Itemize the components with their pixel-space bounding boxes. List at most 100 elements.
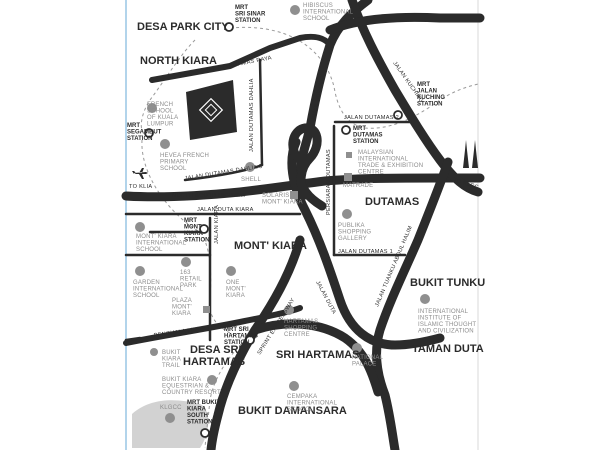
- poi-label-solaris: SOLARIS MONT' KIARA: [262, 193, 303, 206]
- mrt-line-text: HARTAMAS: [224, 334, 258, 340]
- mrt-label-dutamas: MRT DUTAMAS STATION: [353, 126, 384, 145]
- poi-line: INSTITUTE OF: [418, 316, 462, 322]
- development-logo: [186, 80, 237, 140]
- mrt-line-text: MRT BUKIT: [187, 400, 220, 406]
- road-label: JALAN DUTA KIARA: [197, 207, 254, 213]
- building-icon[interactable]: [346, 152, 352, 158]
- mrt-line-text: STATION: [224, 340, 249, 346]
- mrt-line-text: MRT: [417, 82, 430, 88]
- poi-line: COUNTRY RESORT: [162, 390, 221, 396]
- road-hartamas-link: [124, 336, 142, 342]
- poi-line: HARTAMAS: [284, 319, 318, 325]
- mrt-station-icon[interactable]: [200, 428, 210, 438]
- poi-line: MONT': [226, 287, 246, 293]
- mrt-line-text: KIARA: [187, 407, 207, 413]
- poi-line: MALAYSIAN: [358, 150, 394, 156]
- poi-label-bukit-kiara-trail: BUKIT KIARA TRAIL: [162, 350, 183, 369]
- mrt-station-icon[interactable]: [393, 110, 403, 120]
- building-icon[interactable]: [203, 306, 210, 313]
- district-line: HARTAMAS: [183, 356, 245, 368]
- poi-line: TRAIL: [162, 363, 180, 369]
- mrt-station-icon[interactable]: [341, 125, 351, 135]
- poi-line: KIARA: [172, 311, 191, 317]
- school-icon[interactable]: [289, 381, 299, 391]
- mrt-line-text: STATION: [127, 136, 152, 142]
- poi-label-cempaka: CEMPAKA INTERNATIONAL SCHOOL: [287, 394, 339, 413]
- development-logo: [198, 97, 224, 123]
- poi-line: INTERNATIONAL: [287, 401, 338, 407]
- road-jalan-tuanku-abdul-halim: [372, 157, 453, 450]
- road-dahlia: [258, 58, 264, 167]
- palace-icon[interactable]: [352, 343, 362, 353]
- poi-line: SCHOOL: [136, 247, 163, 253]
- golf-icon[interactable]: [165, 413, 175, 423]
- poi-label-hevea: HEVEA FRENCH PRIMARY SCHOOL: [160, 153, 211, 172]
- road-label: JALAN DUTAMAS 2: [344, 115, 399, 121]
- road-sri-hartamas-loop: [250, 319, 383, 397]
- poi-line: PRIMARY: [160, 160, 189, 166]
- mrt-station-icon[interactable]: [224, 22, 234, 32]
- district-sri-hartamas: SRI HARTAMAS: [276, 349, 360, 361]
- poi-line: HIBISCUS: [303, 3, 333, 9]
- district-north-kiara: NORTH KIARA: [140, 55, 217, 67]
- mall-icon[interactable]: [284, 305, 294, 315]
- road-highway-east: [325, 12, 485, 35]
- poi-line: AND CIVILIZATION: [418, 329, 474, 335]
- mrt-line-text: STATION: [417, 102, 442, 108]
- golf-course-area: [132, 400, 209, 448]
- mrt-line-text: STATION: [235, 18, 260, 24]
- district-taman-duta: TAMAN DUTA: [412, 343, 484, 355]
- mrt-line-text: MRT: [235, 5, 248, 11]
- school-icon[interactable]: [290, 5, 300, 15]
- school-icon[interactable]: [135, 266, 145, 276]
- mrt-station-icon[interactable]: [199, 224, 209, 234]
- mrt-station-icon[interactable]: [144, 128, 154, 138]
- poi-label-hibiscus: HIBISCUS INTERNATIONAL SCHOOL: [303, 3, 355, 22]
- poi-line: ISLAMIC THOUGHT: [418, 322, 476, 328]
- school-icon[interactable]: [160, 139, 170, 149]
- poi-line: SOLARIS: [262, 193, 289, 199]
- mall-icon[interactable]: [342, 209, 352, 219]
- road-interchange-loop: [288, 123, 322, 200]
- district-line: DESA SRI: [190, 344, 242, 356]
- district-bukit-tunku: BUKIT TUNKU: [410, 277, 485, 289]
- mrt-station-icon[interactable]: [245, 335, 255, 345]
- road-jalan-duta: [287, 137, 445, 350]
- poi-line: NATIONAL: [352, 355, 384, 361]
- poi-line: SHOPPING: [284, 326, 317, 332]
- mrt-line-text: STATION: [353, 139, 378, 145]
- poi-label-publika: PUBLIKA SHOPPING GALLERY: [338, 223, 373, 242]
- poi-label-matrade: MATRADE: [343, 183, 373, 189]
- mrt-line-text: STATION: [187, 420, 212, 426]
- road-label: JALAN DUTAMAS 1: [338, 249, 393, 255]
- airplane-icon: [132, 168, 148, 179]
- hiker-icon[interactable]: [150, 348, 158, 356]
- school-icon[interactable]: [420, 294, 430, 304]
- poi-line: SCHOOL: [287, 407, 314, 413]
- poi-line: INTERNATIONAL: [418, 309, 469, 315]
- school-icon[interactable]: [135, 222, 145, 232]
- poi-label-klgcc: KLGCC: [160, 405, 182, 411]
- poi-line: SHOPPING: [338, 230, 371, 236]
- poi-line: KIARA: [226, 293, 245, 299]
- mrt-label-jalan-kuching: MRT JALAN KUCHING STATION: [417, 82, 447, 108]
- mrt-line-text: MRT: [353, 126, 366, 132]
- school-icon[interactable]: [147, 103, 157, 113]
- poi-line: CENTRE: [358, 170, 384, 176]
- mrt-label-bukit-kiara-south: MRT BUKIT KIARA SOUTH STATION: [187, 400, 222, 426]
- poi-line: TRADE & EXHIBITION: [358, 163, 423, 169]
- building-icon[interactable]: [344, 173, 352, 181]
- mrt-line: [140, 39, 196, 131]
- fuel-icon[interactable]: [245, 162, 255, 172]
- road-label: TO KLIA: [129, 184, 152, 190]
- road-sprint-expressway: [206, 235, 305, 450]
- poi-label-national-palace: NATIONAL PALACE: [352, 355, 385, 368]
- building-icon[interactable]: [226, 266, 236, 276]
- mall-icon[interactable]: [181, 257, 191, 267]
- poi-line: GALLERY: [338, 236, 367, 242]
- horse-icon[interactable]: [207, 375, 217, 385]
- poi-line: SCHOOL: [147, 109, 174, 115]
- poi-pins: [135, 5, 430, 423]
- building-icon[interactable]: [290, 191, 298, 199]
